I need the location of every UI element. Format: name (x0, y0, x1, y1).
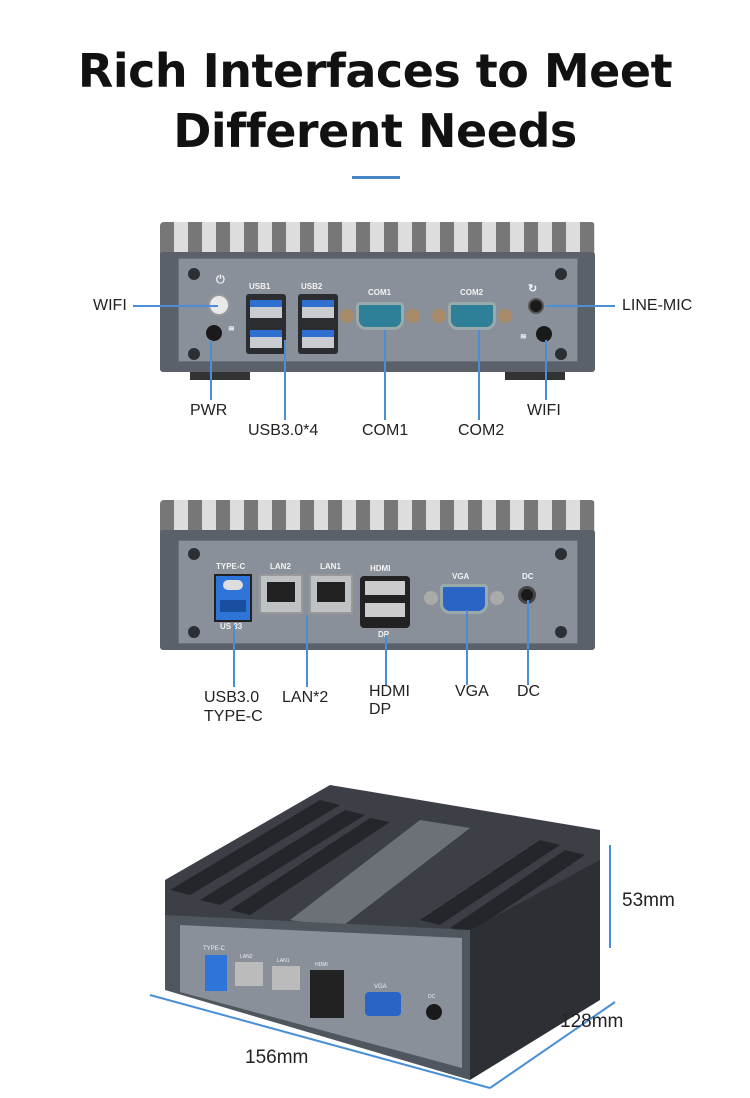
wifi-antenna-hole (206, 325, 222, 341)
dimension-width: 156mm (245, 1047, 309, 1068)
dc-jack (426, 1004, 442, 1020)
dimension-depth: 128mm (560, 1011, 624, 1032)
wifi-icon: ≋ (228, 324, 235, 333)
com1-port[interactable] (340, 302, 420, 330)
hdmi-dp-ports (310, 970, 344, 1018)
heatsink-fins (170, 800, 600, 940)
com2-label: COM2 (460, 288, 484, 297)
callout-wifi-left: WIFI (93, 297, 127, 314)
usb1-port[interactable] (246, 294, 286, 354)
hdmi-label: HDMI (315, 962, 328, 968)
callout-com1: COM1 (362, 422, 409, 439)
com2-port[interactable] (432, 302, 512, 330)
vga-label: VGA (452, 572, 470, 581)
callout-line (384, 330, 386, 420)
screw-icon (555, 268, 567, 280)
callout-usb: USB3.0*4 (248, 422, 319, 439)
lan2-label: LAN2 (240, 954, 253, 960)
screw-icon (555, 348, 567, 360)
callout-dc: DC (517, 683, 541, 700)
usb2-label: USB2 (301, 282, 323, 291)
usb1-label: USB1 (249, 282, 271, 291)
type-c-label: TYPE-C (216, 562, 246, 571)
headline-line-2: Different Needs (173, 104, 577, 158)
title-divider (352, 176, 400, 179)
vga-port (365, 992, 401, 1016)
callout-hdmi-line2: DP (369, 701, 392, 718)
callout-line (210, 340, 212, 400)
callout-line (233, 625, 235, 687)
screw-icon (555, 548, 567, 560)
screw-icon (188, 626, 200, 638)
usb3-label: US 33 (220, 622, 243, 631)
callout-line (306, 615, 308, 687)
hdmi-dp-ports[interactable] (360, 576, 410, 628)
rear-panel-view: TYPE-C US 33 LAN2 LAN1 HDMI DP VGA DC (160, 500, 595, 660)
com1-label: COM1 (368, 288, 392, 297)
line-mic-jack[interactable] (528, 298, 544, 314)
callout-com2: COM2 (458, 422, 505, 439)
callout-hdmi-line1: HDMI (369, 683, 410, 700)
lan2-label: LAN2 (270, 562, 291, 571)
screw-icon (188, 268, 200, 280)
lan1-label: LAN1 (277, 958, 290, 964)
callout-lan: LAN*2 (282, 689, 329, 706)
dp-label: DP (378, 630, 390, 639)
wifi-antenna-hole (536, 326, 552, 342)
callout-line (466, 610, 468, 685)
screw-icon (188, 548, 200, 560)
lan1-port (272, 966, 300, 990)
callout-vga: VGA (455, 683, 489, 700)
vga-port[interactable] (424, 584, 504, 614)
headline-line-1: Rich Interfaces to Meet (77, 44, 673, 98)
usb2-port[interactable] (298, 294, 338, 354)
vga-label: VGA (374, 984, 387, 990)
type-c-label: TYPE-C (203, 946, 226, 952)
lan2-port[interactable] (259, 574, 303, 614)
callout-line-mic: LINE-MIC (622, 297, 693, 314)
screw-icon (188, 348, 200, 360)
callout-usb-line1: USB3.0 (204, 689, 260, 706)
callout-line (284, 340, 286, 420)
usb-type-c-port (205, 955, 227, 991)
callout-line (385, 635, 387, 685)
usb-type-c-port[interactable] (214, 574, 252, 622)
callout-line (545, 340, 547, 400)
lan1-label: LAN1 (320, 562, 341, 571)
screw-icon (555, 626, 567, 638)
lan2-port (235, 962, 263, 986)
callout-line (478, 330, 480, 420)
dc-label: DC (522, 572, 534, 581)
callout-wifi-right: WIFI (527, 402, 561, 419)
callout-usb-line2: TYPE-C (204, 708, 263, 725)
dimension-lines (149, 845, 616, 1089)
chassis-side (470, 860, 600, 1080)
wifi-icon: ≋ (520, 332, 527, 341)
callout-line (527, 600, 529, 685)
power-icon: ⏻ (216, 274, 225, 286)
isometric-device-view: TYPE-C LAN2 LAN1 HDMI VGA DC (149, 785, 616, 1089)
callout-pwr: PWR (190, 402, 228, 419)
callout-line (545, 305, 615, 307)
lan1-port[interactable] (309, 574, 353, 614)
front-panel-view: ⏻ ≋ USB1 USB2 COM1 COM2 ↻ ≋ (160, 222, 595, 382)
top-cover-plate (290, 820, 470, 928)
dimension-height: 53mm (622, 890, 675, 911)
refresh-icon: ↻ (528, 283, 538, 295)
callout-line (133, 305, 218, 307)
hdmi-label: HDMI (370, 564, 391, 573)
dc-label: DC (428, 994, 436, 1000)
